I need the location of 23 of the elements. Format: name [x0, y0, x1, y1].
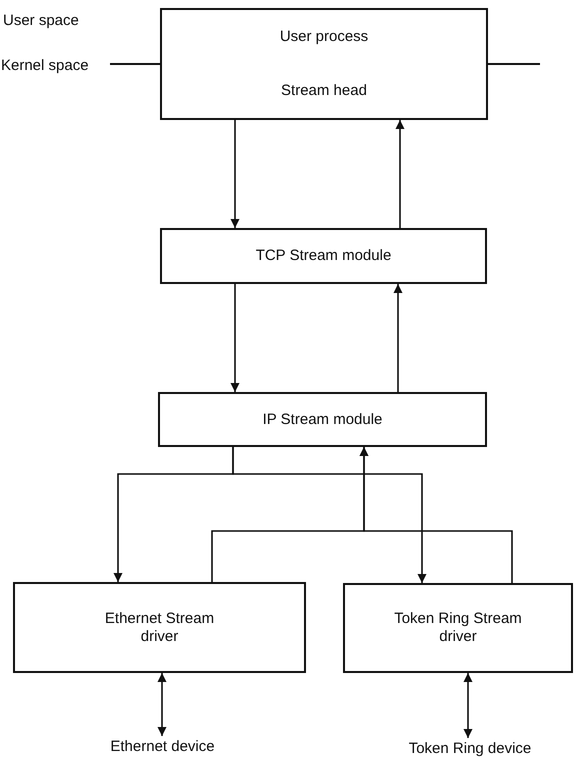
module-box [160, 228, 487, 284]
box-label: Token Ring Stream driver [393, 610, 523, 646]
arrow [230, 120, 240, 228]
box-label: User process [280, 27, 368, 47]
box-label: Stream head [281, 81, 367, 101]
module-box [13, 582, 306, 673]
arrow [230, 284, 240, 392]
module-box [158, 392, 487, 447]
box-label: Ethernet Stream driver [104, 610, 216, 646]
arrow [158, 673, 166, 736]
arrow [396, 120, 404, 228]
arrow [464, 673, 472, 738]
device-label: Token Ring device [408, 740, 532, 758]
box-label: TCP Stream module [256, 247, 392, 265]
space-label: User space [3, 12, 79, 29]
space-label: Kernel space [1, 57, 89, 74]
module-box [343, 583, 573, 673]
split-box [160, 8, 488, 120]
device-label: Ethernet device [110, 738, 215, 756]
box-label: IP Stream module [262, 410, 382, 428]
arrow [394, 284, 402, 392]
arrow [232, 447, 426, 583]
arrow [360, 447, 513, 583]
